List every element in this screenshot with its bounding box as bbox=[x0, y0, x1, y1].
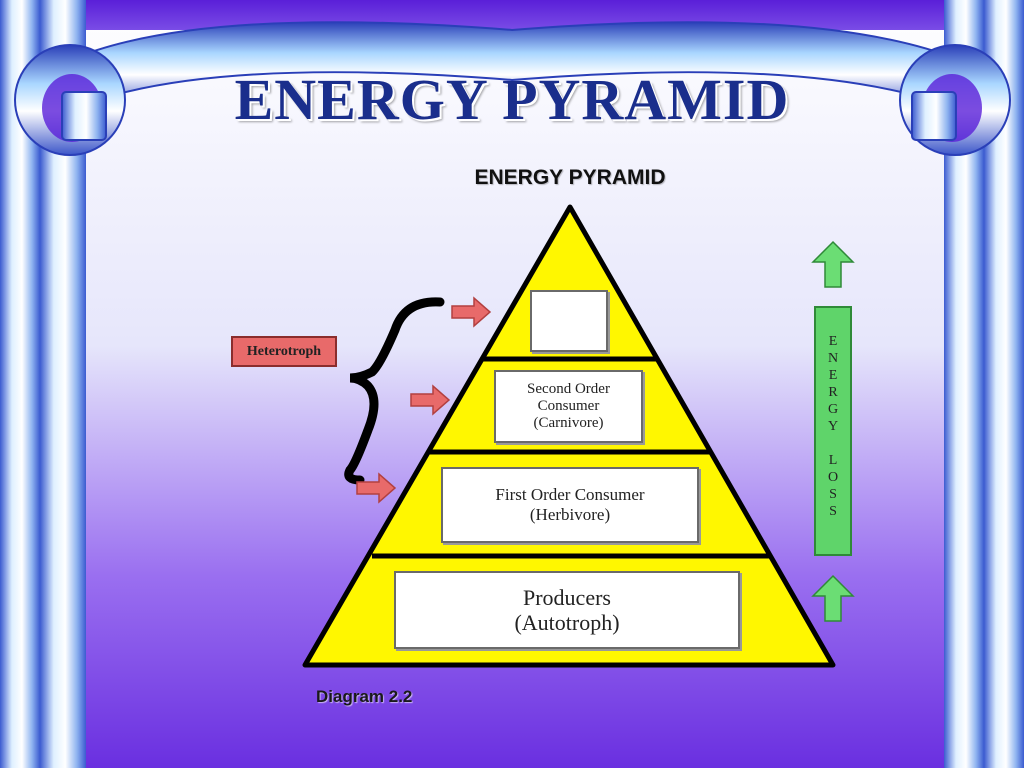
energy-loss-letter: O bbox=[827, 470, 839, 485]
arrow-up-icon bbox=[811, 240, 855, 288]
energy-loss-letter: R bbox=[828, 385, 838, 400]
energy-loss-letter: S bbox=[829, 504, 837, 519]
energy-loss-letter: G bbox=[827, 402, 839, 417]
pyramid-level-first-order: First Order Consumer (Herbivore) bbox=[441, 467, 699, 543]
arrow-right-icon bbox=[356, 472, 397, 504]
diagram-heading: ENERGY PYRAMID bbox=[474, 166, 666, 189]
pyramid-level-second-order: Second Order Consumer (Carnivore) bbox=[494, 370, 643, 443]
energy-loss-letter: S bbox=[829, 487, 837, 502]
heterotroph-label: Heterotroph bbox=[231, 336, 337, 367]
page-title: ENERGY PYRAMID bbox=[234, 67, 790, 132]
arrow-up-icon bbox=[811, 574, 855, 622]
energy-loss-bar: E N E R G Y L O S S bbox=[814, 306, 852, 556]
brace bbox=[344, 297, 445, 485]
energy-loss-letter: E bbox=[828, 334, 838, 349]
pyramid-level-apex bbox=[530, 290, 608, 352]
pyramid-level-second-order-label: Second Order Consumer (Carnivore) bbox=[527, 381, 610, 431]
energy-loss-letter: N bbox=[827, 351, 839, 366]
pyramid-level-producers-label: Producers (Autotroph) bbox=[514, 585, 620, 635]
arrow-right-icon bbox=[410, 384, 451, 416]
energy-loss-letter: L bbox=[828, 453, 838, 468]
pyramid-level-first-order-label: First Order Consumer (Herbivore) bbox=[495, 485, 645, 524]
diagram-caption: Diagram 2.2 bbox=[316, 687, 413, 706]
energy-loss-letter: Y bbox=[827, 419, 839, 434]
energy-loss-letter: E bbox=[828, 368, 838, 383]
pyramid-level-producers: Producers (Autotroph) bbox=[394, 571, 740, 649]
arrow-right-icon bbox=[451, 296, 492, 328]
